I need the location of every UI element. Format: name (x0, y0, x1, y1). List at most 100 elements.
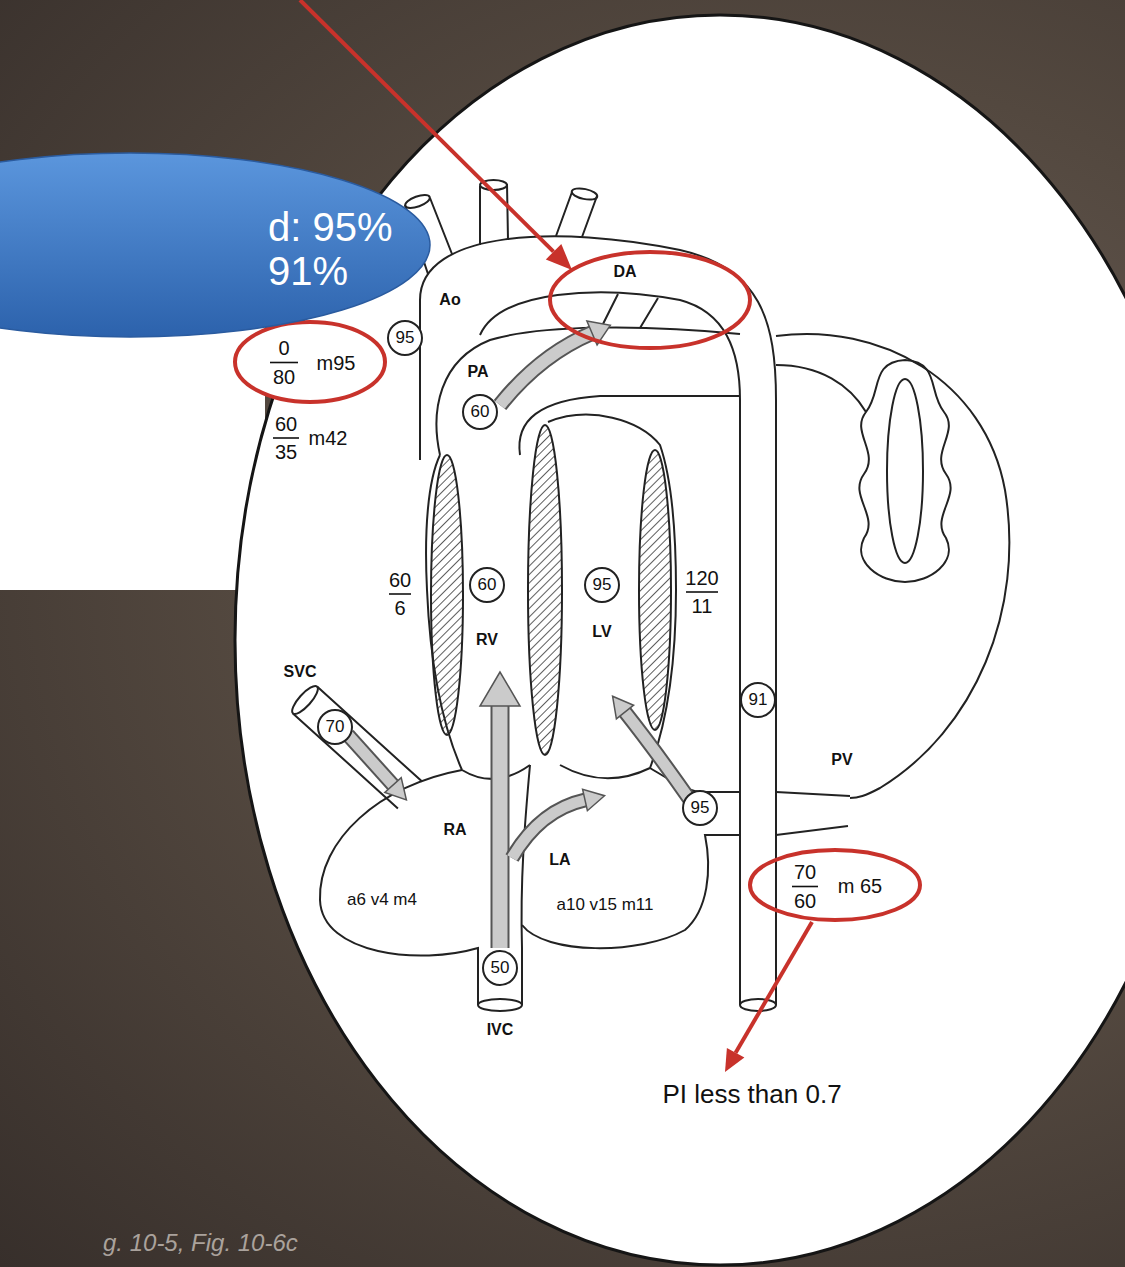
ellipse-outline (750, 850, 920, 920)
fraction-bar (792, 886, 818, 888)
flow-arrow (512, 800, 585, 858)
pressure-value: m 65 (838, 875, 882, 898)
vessel-label: DA (613, 263, 636, 281)
ventricle-wall (431, 455, 463, 735)
circle-outline (683, 791, 717, 825)
fraction-bar (389, 593, 411, 595)
figure-caption: g. 10-5, Fig. 10-6c (103, 1229, 298, 1257)
fraction-bar (686, 591, 718, 593)
lung-lobe (859, 360, 950, 582)
callout-text: d: 95% 91% (268, 205, 428, 293)
saturation-circle: 95 (683, 791, 717, 825)
pressure-value: m42 (309, 427, 348, 450)
saturation-value: 60 (478, 575, 497, 595)
saturation-value: 95 (593, 575, 612, 595)
flow-arrow (613, 696, 634, 719)
pulmonary-vein-wall (776, 792, 850, 835)
flow-arrow (625, 712, 690, 800)
aorta-wall (480, 292, 740, 1005)
annotation-note: PI less than 0.7 (662, 1080, 841, 1110)
flow-arrow (512, 800, 585, 858)
callout-bubble: d: 95% 91% (0, 153, 430, 337)
heart-outline (426, 455, 462, 770)
circle-outline (741, 683, 775, 717)
saturation-circle: 50 (483, 951, 517, 985)
chamber-label: LA (549, 851, 570, 869)
vessel-end (288, 683, 321, 718)
node-shape (235, 322, 385, 402)
chamber-label: LV (592, 623, 611, 641)
highlight-ellipse: 080m95 (235, 322, 385, 402)
circle-outline (388, 321, 422, 355)
pressure-value: 60 (794, 890, 816, 913)
flow-arrow (625, 712, 690, 800)
circle-outline (585, 568, 619, 602)
pressure-value: a10 v15 m11 (556, 895, 653, 915)
flow-arrow (480, 672, 520, 706)
vessel-label: SVC (284, 663, 317, 681)
pressure-value: 60 (275, 413, 297, 436)
saturation-circle: 60 (463, 395, 497, 429)
pulmonary-artery-wall (437, 327, 740, 455)
pressure-value: 35 (275, 441, 297, 464)
vessel-end (404, 192, 432, 210)
red-highlights (300, 0, 812, 1072)
saturation-circle: 95 (388, 321, 422, 355)
ellipse-outline (0, 153, 430, 337)
pulmonary-branch (776, 365, 866, 412)
vessel-end (571, 186, 599, 201)
pressure-value: 11 (692, 595, 713, 618)
node-shape (750, 850, 920, 920)
ventricle-wall (639, 450, 671, 730)
pressure-value: a6 v4 m4 (347, 890, 417, 910)
chamber-label: RA (443, 821, 466, 839)
saturation-circle: 95 (585, 568, 619, 602)
circle-outline (463, 395, 497, 429)
vessel-label: PV (831, 751, 852, 769)
pressure-value: 120 (685, 567, 718, 590)
saturation-value: 60 (471, 402, 490, 422)
pointer-arrow (736, 922, 812, 1053)
ellipse-outline (235, 322, 385, 402)
pointer-arrow (546, 244, 572, 270)
left-atrium-outline (522, 835, 740, 948)
saturation-value: 95 (396, 328, 415, 348)
flow-arrow (500, 333, 592, 405)
flow-arrows (348, 321, 690, 948)
valve-line (462, 765, 650, 779)
vessel-label: PA (467, 363, 488, 381)
flow-arrow (348, 735, 393, 785)
aorta-wall (420, 236, 776, 1005)
pressure-value: 80 (273, 366, 295, 389)
circle-outline (483, 951, 517, 985)
vessel-end (740, 999, 776, 1011)
flow-arrow (348, 735, 393, 785)
saturation-circle: 60 (470, 568, 504, 602)
right-atrium-outline (320, 770, 478, 1005)
flow-arrow (385, 778, 407, 800)
vessel-label: IVC (487, 1021, 514, 1039)
atrial-septum (522, 765, 530, 1005)
pointer-arrow (725, 1048, 744, 1072)
flow-arrow (583, 789, 605, 810)
ventricular-septum (528, 425, 562, 755)
vessel-label: Ao (439, 291, 460, 309)
fraction-bar (273, 437, 299, 439)
lung-outline (776, 334, 1009, 798)
saturation-value: 91 (749, 690, 768, 710)
pressure-value: 0 (278, 337, 289, 360)
pressure-value: 60 (389, 569, 411, 592)
flow-arrow (493, 704, 508, 948)
pressure-value: 6 (394, 597, 405, 620)
chamber-label: RV (476, 631, 498, 649)
flow-arrow (500, 333, 592, 405)
heart-outline (548, 415, 676, 768)
circle-outline (470, 568, 504, 602)
pressure-value: 70 (794, 861, 816, 884)
circle-outline (318, 710, 352, 744)
fraction-bar (270, 362, 298, 364)
vessel-end (478, 999, 522, 1011)
heart-illustration (288, 180, 1009, 1011)
saturation-value: 50 (491, 958, 510, 978)
flow-arrow (491, 704, 510, 948)
